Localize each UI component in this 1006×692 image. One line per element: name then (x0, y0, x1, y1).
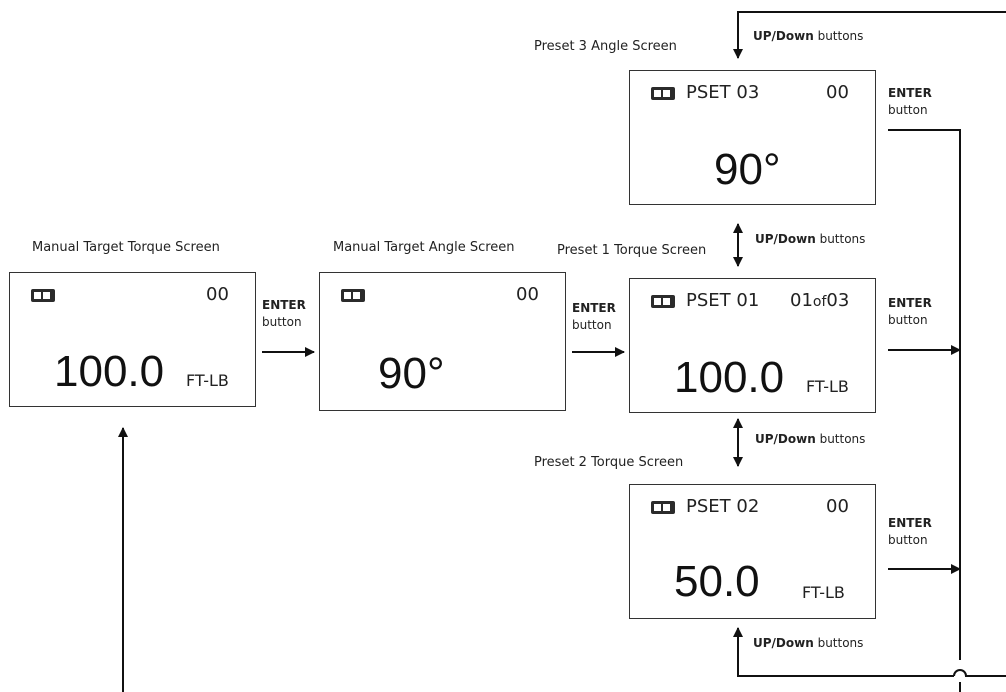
enter-word: ENTER (262, 298, 306, 312)
count-total: 03 (826, 290, 850, 311)
battery-icon (341, 289, 365, 302)
preset-count: 01of03 (790, 290, 849, 311)
updown-label-preset1-preset2: UP/Down buttons (755, 432, 865, 446)
arrow-top-into-preset3 (733, 11, 1006, 59)
angle-value: 90° (378, 349, 445, 398)
enter-label-angle: ENTER button (572, 300, 616, 334)
enter-word: ENTER (888, 516, 932, 530)
count-current: 01 (790, 290, 813, 311)
count-label: 00 (516, 284, 539, 305)
count-label: 00 (826, 82, 849, 103)
enter-word: ENTER (888, 296, 932, 310)
line-crossing-hop (953, 669, 1006, 677)
torque-value: 100.0 (54, 347, 165, 396)
updown-word: UP/Down (753, 29, 814, 43)
caption-preset2: Preset 2 Torque Screen (534, 455, 684, 470)
enter-label-preset1: ENTER button (888, 295, 932, 329)
unit-label: FT-LB (802, 583, 845, 602)
caption-preset3: Preset 3 Angle Screen (534, 39, 677, 54)
updown-label-bottom: UP/Down buttons (753, 636, 863, 650)
angle-value: 90° (714, 145, 781, 194)
arrow-bottom-into-preset2 (733, 627, 954, 677)
updown-label-top: UP/Down buttons (753, 29, 863, 43)
battery-icon (651, 87, 675, 100)
updown-label-preset3-preset1: UP/Down buttons (755, 232, 865, 246)
preset3-angle-screen: PSET 03 00 90° (629, 70, 876, 205)
buttons-word: buttons (815, 232, 866, 246)
buttons-word: buttons (813, 636, 864, 650)
button-word: button (572, 318, 612, 332)
enter-word: ENTER (572, 301, 616, 315)
count-label: 00 (826, 496, 849, 517)
battery-icon (651, 501, 675, 514)
button-word: button (888, 533, 928, 547)
buttons-word: buttons (815, 432, 866, 446)
torque-value: 100.0 (674, 353, 785, 402)
updown-word: UP/Down (755, 432, 816, 446)
buttons-word: buttons (813, 29, 864, 43)
enter-word: ENTER (888, 86, 932, 100)
preset1-torque-screen: PSET 01 01of03 100.0 FT-LB (629, 278, 876, 413)
manual-angle-screen: 00 90° (319, 272, 566, 411)
pset-label: PSET 01 (686, 290, 760, 311)
caption-manual-torque: Manual Target Torque Screen (32, 240, 220, 255)
updown-word: UP/Down (755, 232, 816, 246)
battery-icon (31, 289, 55, 302)
enter-label-torque: ENTER button (262, 297, 306, 331)
enter-label-preset2: ENTER button (888, 515, 932, 549)
torque-value: 50.0 (674, 557, 760, 606)
button-word: button (888, 103, 928, 117)
caption-manual-angle: Manual Target Angle Screen (333, 240, 515, 255)
battery-icon (651, 295, 675, 308)
unit-label: FT-LB (186, 371, 229, 390)
enter-label-preset3: ENTER button (888, 85, 932, 119)
count-label: 00 (206, 284, 229, 305)
button-word: button (888, 313, 928, 327)
line-preset3-to-rail (888, 129, 961, 660)
caption-preset1: Preset 1 Torque Screen (557, 243, 707, 258)
pset-label: PSET 02 (686, 496, 760, 517)
preset2-torque-screen: PSET 02 00 50.0 FT-LB (629, 484, 876, 619)
unit-label: FT-LB (806, 377, 849, 396)
button-word: button (262, 315, 302, 329)
count-of: of (812, 294, 827, 310)
updown-word: UP/Down (753, 636, 814, 650)
manual-torque-screen: 00 100.0 FT-LB (9, 272, 256, 407)
pset-label: PSET 03 (686, 82, 760, 103)
